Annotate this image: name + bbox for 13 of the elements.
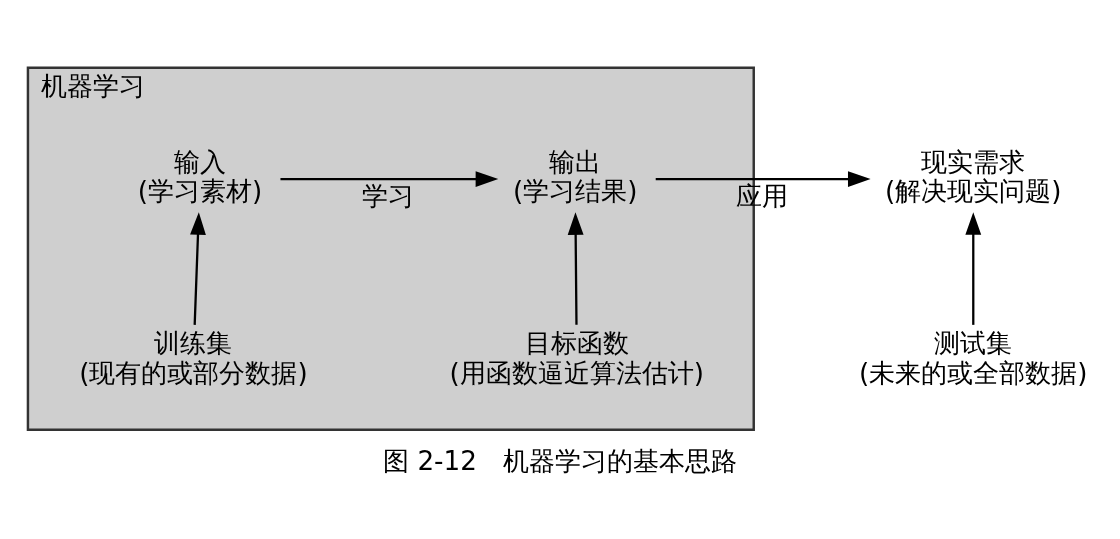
arrow <box>190 211 206 325</box>
arrow <box>280 170 499 187</box>
edge-label: 学习 <box>361 180 414 211</box>
node-text: 训练集 (现有的或部分数据) <box>79 327 308 388</box>
caption: 图 2-12 机器学习的基本思路 <box>383 445 737 476</box>
arrow <box>567 211 584 325</box>
node-text: 测试集 (未来的或全部数据) <box>859 327 1088 388</box>
node-text: 目标函数 (用函数逼近算法估计) <box>449 327 705 388</box>
arrow <box>655 170 871 187</box>
node-text: 现实需求 (解决现实问题) <box>885 146 1062 206</box>
arrow <box>965 211 982 325</box>
node-text: 输入 (学习素材) <box>137 146 263 206</box>
node-text: 输出 (学习结果) <box>512 146 638 206</box>
